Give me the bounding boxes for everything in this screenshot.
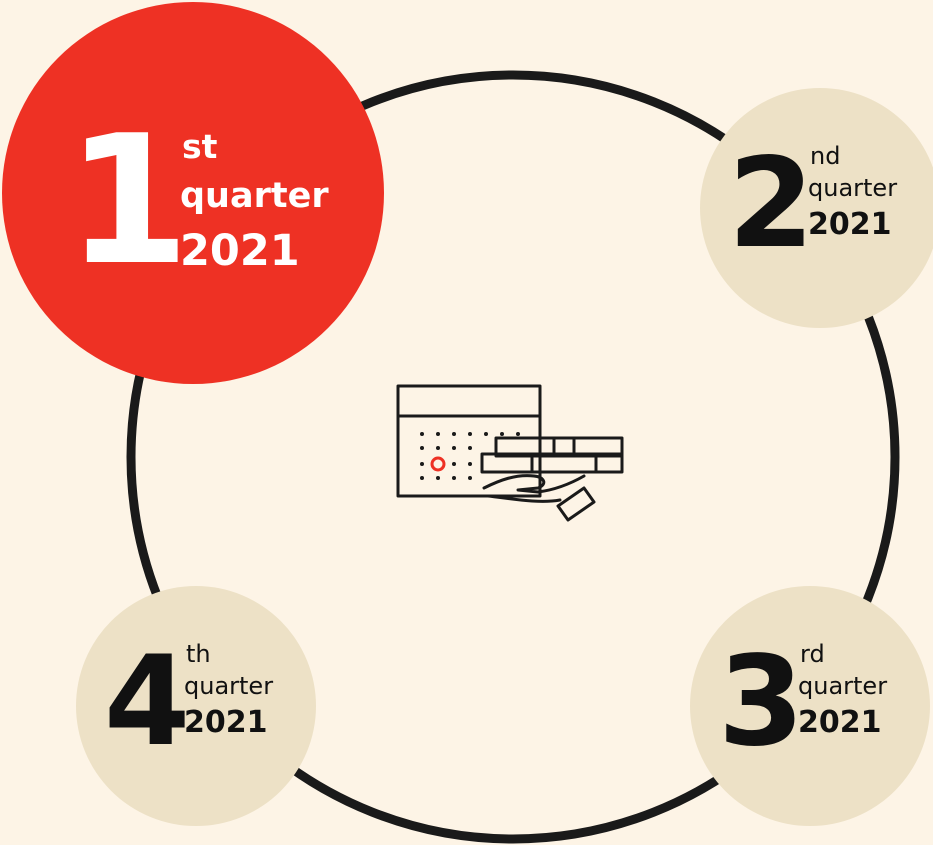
quarter-3-year: 2021 bbox=[798, 705, 882, 740]
quarter-3-suffix: rd bbox=[800, 640, 825, 668]
quarter-3-circle: 3 rd quarter 2021 bbox=[690, 586, 930, 826]
quarter-2-number: 2 bbox=[728, 132, 814, 276]
quarter-1-suffix: st bbox=[182, 127, 218, 166]
quarter-2-circle: 2 nd quarter 2021 bbox=[700, 88, 933, 328]
quarter-2-suffix: nd bbox=[810, 142, 841, 170]
quarter-4-number: 4 bbox=[104, 630, 190, 774]
quarter-4-word: quarter bbox=[184, 672, 274, 700]
quarter-4-year: 2021 bbox=[184, 705, 268, 740]
quarter-2-word: quarter bbox=[808, 174, 898, 202]
quarter-2-year: 2021 bbox=[808, 207, 892, 242]
quarter-4-circle: 4 th quarter 2021 bbox=[76, 586, 316, 826]
quarter-1-word: quarter bbox=[180, 176, 329, 216]
quarter-1-number: 1 bbox=[66, 97, 190, 304]
quarter-1-year: 2021 bbox=[180, 226, 300, 276]
calendar-hand-icon bbox=[396, 384, 624, 522]
quarter-4-suffix: th bbox=[186, 640, 211, 668]
quarter-3-word: quarter bbox=[798, 672, 888, 700]
quarter-3-number: 3 bbox=[718, 630, 804, 774]
quarter-1-circle: 1 st quarter 2021 bbox=[2, 2, 384, 384]
